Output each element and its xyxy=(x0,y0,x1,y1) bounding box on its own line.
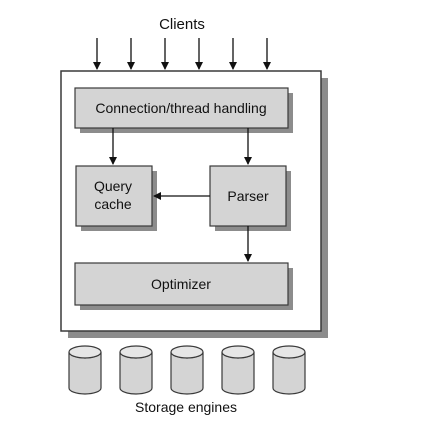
storage-engines xyxy=(68,345,306,395)
query-cache-box xyxy=(75,165,153,227)
client-arrows xyxy=(93,38,271,70)
connection-box-label: Connection/thread handling xyxy=(95,100,266,116)
clients-label: Clients xyxy=(159,16,205,33)
storage-engine-cylinder xyxy=(170,345,204,395)
parser-box xyxy=(209,165,287,227)
storage-engine-cylinder xyxy=(119,345,153,395)
parser-box-label: Parser xyxy=(227,188,269,204)
connection-box xyxy=(74,87,289,129)
storage-engine-cylinder xyxy=(68,345,102,395)
storage-engines-label: Storage engines xyxy=(135,399,237,415)
query-cache-label-line2: cache xyxy=(94,196,132,212)
query-cache-label-line1: Query xyxy=(94,178,132,194)
optimizer-box xyxy=(74,262,289,306)
optimizer-box-label: Optimizer xyxy=(151,276,211,292)
storage-engine-cylinder xyxy=(221,345,255,395)
storage-engine-cylinder xyxy=(272,345,306,395)
